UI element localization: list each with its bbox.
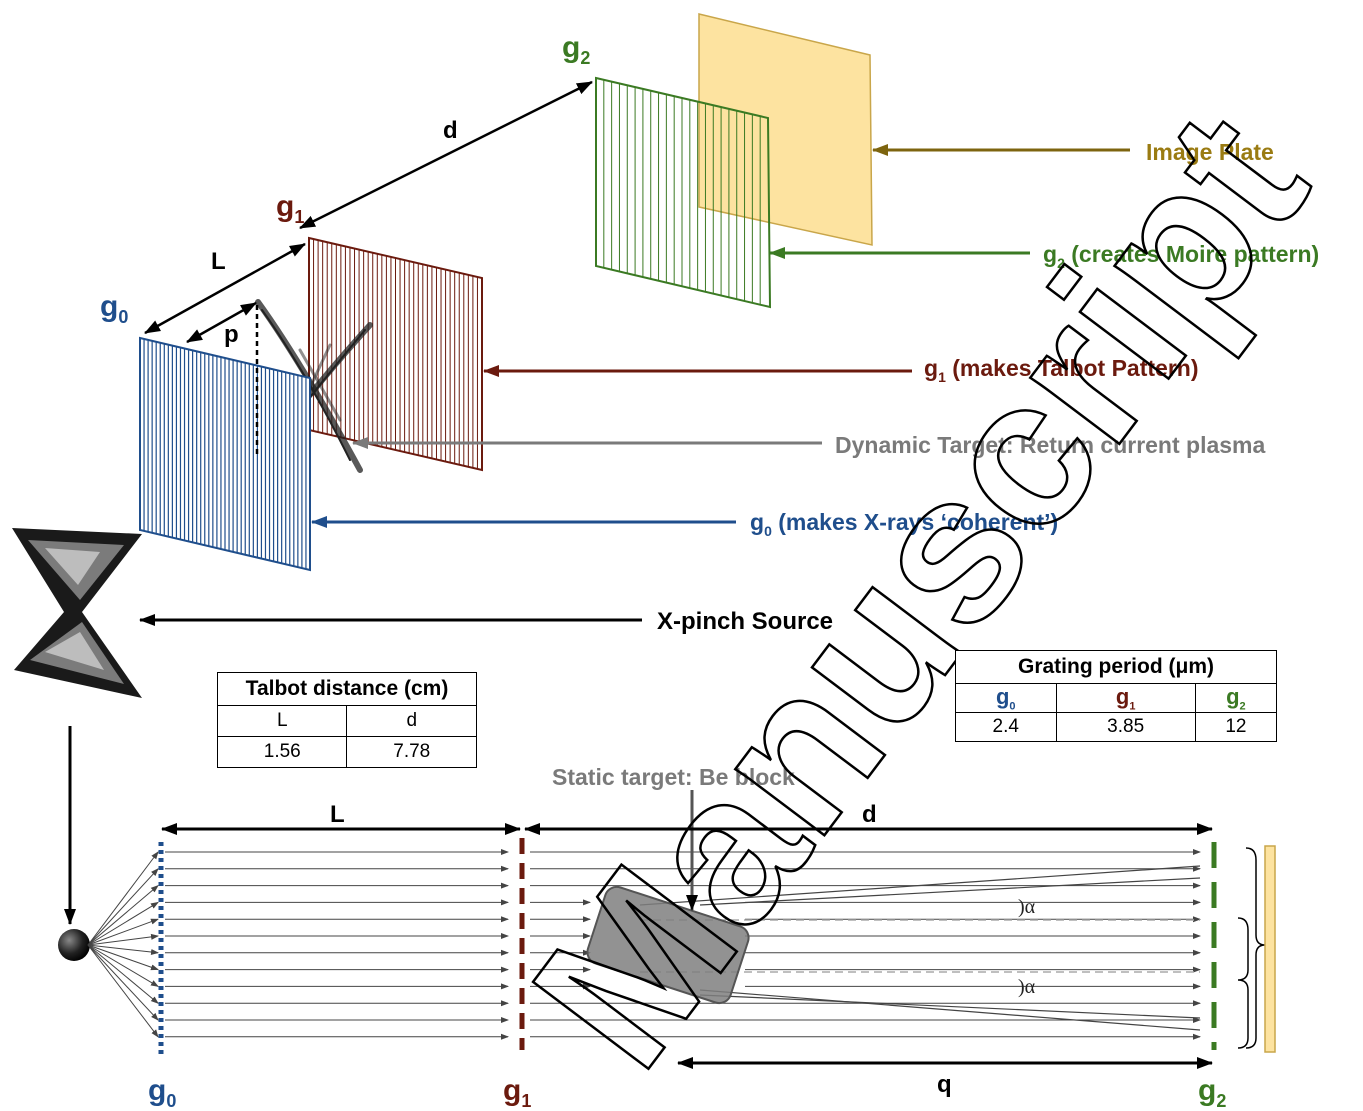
point-source (58, 929, 90, 961)
g2-label-top: g2 (562, 31, 590, 68)
grating-header-g1: g1 (1056, 684, 1195, 713)
talbot-value-L: 1.56 (218, 737, 347, 768)
talbot-distance-table: Talbot distance (cm) L d 1.56 7.78 (217, 672, 477, 768)
grating-table-title: Grating period (μm) (956, 651, 1277, 684)
p-arrow-top (187, 303, 256, 342)
grating-period-table: Grating period (μm) g0 g1 g2 2.4 3.85 12 (955, 650, 1277, 742)
grating-value-g0: 2.4 (956, 713, 1057, 742)
alpha-label-upper: )α (1018, 896, 1036, 918)
g1-label-bottom: g1 (503, 1074, 531, 1111)
talbot-header-L: L (218, 706, 347, 737)
g0-grating (140, 338, 310, 570)
L-label-bottom: L (330, 801, 345, 828)
g1-grating (309, 238, 482, 470)
fan-ray (88, 852, 158, 945)
talbot-value-d: 7.78 (347, 737, 477, 768)
brace-upper (1246, 848, 1265, 1048)
g2-label-bottom: g2 (1198, 1074, 1226, 1111)
grating-value-g1: 3.85 (1056, 713, 1195, 742)
x-pinch-source-image (12, 528, 142, 698)
d-label-top: d (443, 117, 458, 144)
fan-ray (88, 869, 158, 945)
L-label-top: L (211, 248, 226, 275)
fan-ray (88, 936, 158, 945)
grating-header-g0: g0 (956, 684, 1057, 713)
fan-rays (88, 852, 158, 1037)
d-arrow-top (300, 82, 592, 228)
brace-lower (1238, 918, 1248, 1048)
fan-ray (88, 945, 158, 1020)
image-plate-bottom (1265, 846, 1275, 1052)
g1-label-top: g1 (276, 190, 304, 227)
fan-ray (88, 945, 158, 1037)
talbot-header-d: d (347, 706, 477, 737)
fan-ray (88, 902, 158, 945)
fan-ray (88, 919, 158, 945)
image-plate (699, 14, 872, 245)
p-label-top: p (224, 321, 239, 348)
manuscript-watermark: Manuscript (488, 71, 1350, 1107)
grating-value-g2: 12 (1195, 713, 1276, 742)
g0-label-top: g0 (100, 290, 128, 327)
fan-ray (88, 945, 158, 1003)
alpha-label-lower: )α (1018, 976, 1036, 998)
parallel-rays-g0-g1 (165, 852, 508, 1037)
grating-header-g2: g2 (1195, 684, 1276, 713)
talbot-table-title: Talbot distance (cm) (218, 673, 477, 706)
g0-label-bottom: g0 (148, 1074, 176, 1111)
q-label-bottom: q (937, 1071, 952, 1098)
fan-ray (88, 886, 158, 945)
